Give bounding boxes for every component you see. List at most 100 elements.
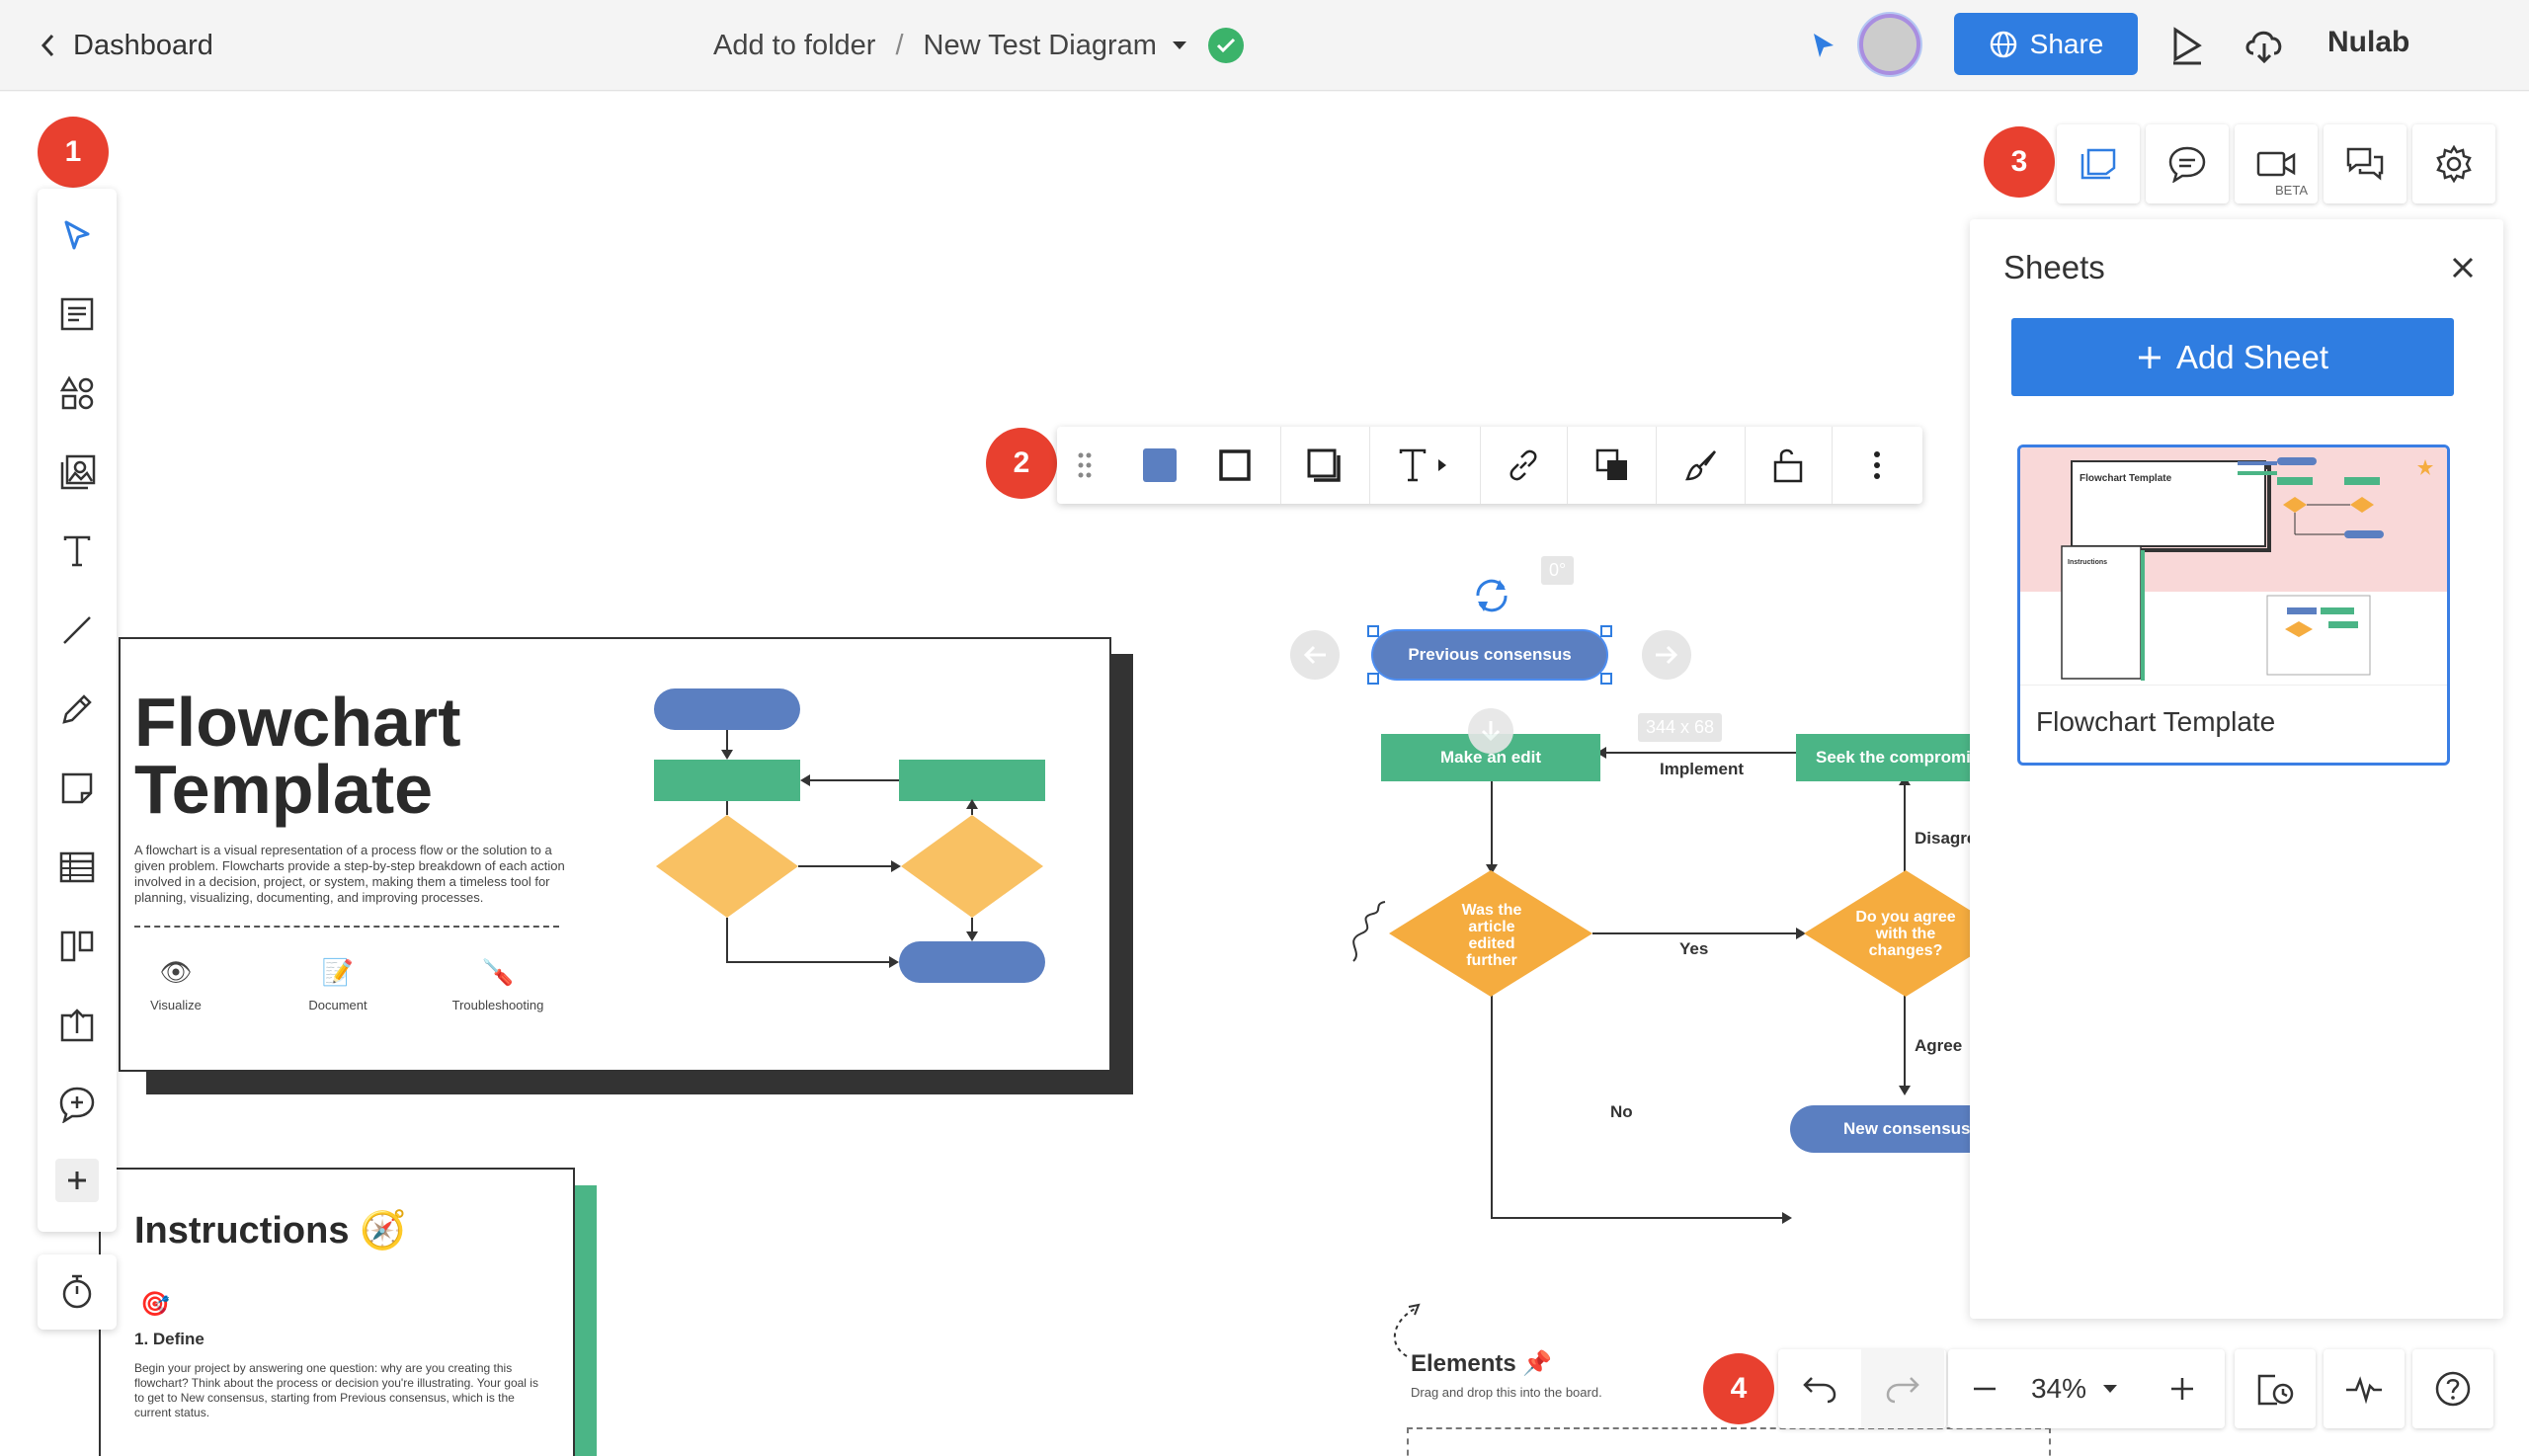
lock-button[interactable] bbox=[1758, 436, 1818, 495]
sticky-note-icon bbox=[61, 772, 93, 804]
shapes-tool[interactable] bbox=[38, 359, 117, 428]
redo-button[interactable] bbox=[1861, 1349, 1944, 1428]
instructions-title-text: Instructions bbox=[134, 1210, 350, 1252]
text-format-icon bbox=[1399, 448, 1446, 482]
card-title-line2: Template bbox=[134, 751, 434, 828]
left-toolbar bbox=[38, 189, 117, 1232]
present-play-icon[interactable] bbox=[2163, 22, 2211, 69]
toolbar-divider bbox=[1480, 427, 1481, 504]
add-to-folder-link[interactable]: Add to folder bbox=[713, 29, 876, 61]
step-badge-2: 2 bbox=[986, 428, 1057, 499]
cloud-download-icon[interactable] bbox=[2241, 22, 2288, 69]
node-was-edited-shape[interactable] bbox=[1389, 870, 1592, 997]
node-new-consensus[interactable]: New consensus bbox=[1790, 1105, 1970, 1153]
rotate-handle-icon[interactable] bbox=[1470, 574, 1513, 617]
undo-button[interactable] bbox=[1778, 1349, 1861, 1428]
canvas[interactable]: Flowchart Template A flowchart is a visu… bbox=[0, 92, 2529, 1456]
fill-color-button[interactable] bbox=[1130, 436, 1189, 495]
video-panel-button[interactable]: BETA bbox=[2235, 124, 2318, 203]
border-style-button[interactable] bbox=[1205, 436, 1264, 495]
shadow-button[interactable] bbox=[1294, 436, 1353, 495]
pointer-follow-icon[interactable] bbox=[1800, 22, 1847, 69]
add-sheet-label: Add Sheet bbox=[2175, 338, 2329, 375]
arrange-button[interactable] bbox=[1583, 436, 1642, 495]
instructions-card[interactable]: Instructions 🧭 🎯 1. Define Begin your pr… bbox=[99, 1168, 575, 1456]
resize-handle[interactable] bbox=[1600, 673, 1612, 685]
fill-swatch bbox=[1143, 448, 1177, 482]
zoom-in-button[interactable] bbox=[2146, 1349, 2219, 1428]
history-panel-button[interactable] bbox=[2235, 1349, 2316, 1428]
back-to-dashboard[interactable]: Dashboard bbox=[40, 26, 213, 65]
link-button[interactable] bbox=[1494, 436, 1553, 495]
breadcrumb: Add to folder / New Test Diagram bbox=[713, 26, 1244, 65]
table-tool[interactable] bbox=[38, 833, 117, 902]
sheet-divider bbox=[2020, 685, 2447, 686]
resize-handle[interactable] bbox=[1367, 625, 1379, 637]
zoom-out-button[interactable] bbox=[1948, 1349, 2021, 1428]
upload-tool[interactable] bbox=[38, 991, 117, 1060]
document-title[interactable]: New Test Diagram bbox=[923, 29, 1157, 61]
flowchart-template-card[interactable]: Flowchart Template A flowchart is a visu… bbox=[119, 637, 1111, 1072]
more-tools-button[interactable] bbox=[38, 1153, 117, 1208]
more-options-button[interactable] bbox=[1847, 436, 1907, 495]
elements-title: Elements 📌 bbox=[1411, 1349, 1552, 1378]
node-agree-shape[interactable] bbox=[1804, 870, 2007, 997]
plus-icon bbox=[2138, 346, 2161, 368]
sheet-item[interactable]: Flowchart Template Instructions bbox=[2017, 445, 2450, 766]
sheets-icon bbox=[2080, 148, 2116, 180]
text-format-button[interactable] bbox=[1387, 436, 1466, 495]
thumb-instructions: Instructions bbox=[2068, 559, 2107, 566]
avatar[interactable] bbox=[1859, 14, 1920, 75]
templates-tool[interactable] bbox=[38, 280, 117, 349]
chat-panel-button[interactable] bbox=[2324, 124, 2407, 203]
troubleshooting-label: Troubleshooting bbox=[451, 998, 544, 1012]
comments-panel-button[interactable] bbox=[2146, 124, 2229, 203]
caret-down-icon[interactable] bbox=[1171, 40, 1188, 51]
activity-button[interactable] bbox=[2324, 1349, 2405, 1428]
dashed-arrow-icon bbox=[1393, 1303, 1421, 1357]
help-button[interactable] bbox=[2412, 1349, 2493, 1428]
resize-handle[interactable] bbox=[1600, 625, 1612, 637]
pen-tool[interactable] bbox=[38, 675, 117, 744]
resize-handle[interactable] bbox=[1367, 673, 1379, 685]
label-disagree: Disagree bbox=[1915, 829, 1970, 848]
document-item: 📝Document bbox=[279, 957, 397, 1012]
floating-toolbar bbox=[1057, 427, 1922, 504]
elements-drop-zone[interactable] bbox=[1407, 1427, 2051, 1456]
globe-icon bbox=[1990, 31, 2016, 57]
zoom-value: 34% bbox=[2030, 1373, 2087, 1404]
add-sheet-button[interactable]: Add Sheet bbox=[2011, 318, 2454, 396]
images-tool[interactable] bbox=[38, 438, 117, 507]
drag-handle-icon[interactable] bbox=[1063, 436, 1106, 495]
node-seek-compromise[interactable]: Seek the compromise bbox=[1796, 734, 1970, 781]
zoom-level-select[interactable]: 34% bbox=[2021, 1349, 2128, 1428]
select-tool[interactable] bbox=[38, 201, 117, 270]
connect-down-arrow-icon[interactable] bbox=[1468, 708, 1513, 754]
kanban-tool[interactable] bbox=[38, 912, 117, 981]
undo-icon bbox=[1803, 1377, 1836, 1404]
connect-right-arrow-icon[interactable] bbox=[1642, 630, 1691, 680]
instructions-text: Begin your project by answering one ques… bbox=[134, 1361, 538, 1419]
layer-order-icon bbox=[1595, 448, 1627, 480]
cursor-icon bbox=[64, 220, 90, 250]
style-brush-button[interactable] bbox=[1672, 436, 1731, 495]
kanban-icon bbox=[60, 930, 94, 962]
close-icon[interactable] bbox=[2446, 251, 2480, 284]
share-button[interactable]: Share bbox=[1954, 13, 2138, 75]
text-tool[interactable] bbox=[38, 517, 117, 586]
toolbar-divider bbox=[1369, 427, 1370, 504]
more-vertical-icon bbox=[1874, 451, 1880, 479]
user-name[interactable]: Nulab bbox=[2327, 26, 2410, 58]
node-previous-consensus[interactable]: Previous consensus bbox=[1373, 631, 1606, 679]
sheets-panel-button[interactable] bbox=[2057, 124, 2140, 203]
comment-tool[interactable] bbox=[38, 1070, 117, 1139]
settings-panel-button[interactable] bbox=[2412, 124, 2495, 203]
sticky-note-tool[interactable] bbox=[38, 754, 117, 823]
comment-icon bbox=[2168, 146, 2206, 183]
line-tool[interactable] bbox=[38, 596, 117, 665]
image-library-icon bbox=[60, 454, 96, 490]
node-do-you-agree: Do you agree with the changes? bbox=[1855, 908, 1956, 959]
connect-left-arrow-icon[interactable] bbox=[1290, 630, 1340, 680]
sheet-name: Flowchart Template bbox=[2036, 706, 2276, 737]
timer-button[interactable] bbox=[38, 1254, 117, 1330]
